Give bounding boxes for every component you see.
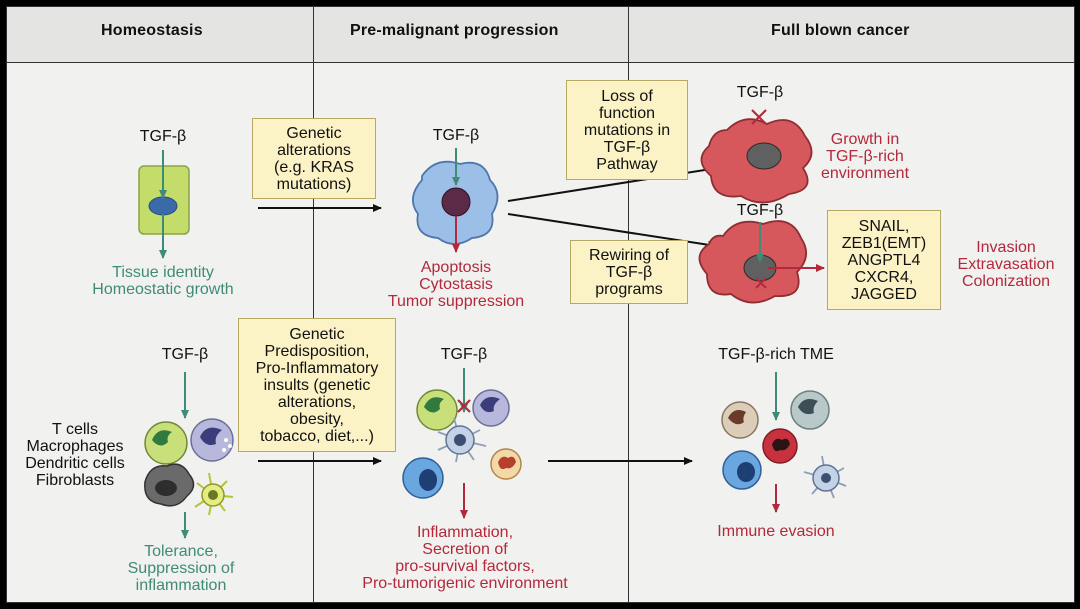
cancer-lower-block-x <box>755 277 767 289</box>
target-genes-box: SNAIL, ZEB1(EMT) ANGPTL4 CXCR4, JAGGED <box>827 210 941 310</box>
genetic-alterations-box: Genetic alterations (e.g. KRAS mutations… <box>252 118 376 199</box>
cancer-upper-block-x <box>751 109 767 125</box>
loss-of-function-box: Loss of function mutations in TGF-β Path… <box>566 80 688 180</box>
premalignant-block-x <box>457 399 471 413</box>
cancer-bottom-outcome: Immune evasion <box>717 523 835 540</box>
homeostasis-top-tgf-label: TGF-β <box>139 128 187 145</box>
premalignant-epithelial-cell <box>412 160 499 245</box>
premalignant-title: Pre-malignant progression <box>350 22 559 39</box>
premalignant-immune-cluster <box>402 389 522 499</box>
homeostasis-header <box>7 7 314 63</box>
homeostasis-top-outcome: Tissue identity Homeostatic growth <box>92 264 234 298</box>
cancer-upper-tgf-label: TGF-β <box>736 84 784 101</box>
cancer-upper-outcome: Growth in TGF-β-rich environment <box>820 131 910 182</box>
homeostasis-bottom-tgf-label: TGF-β <box>161 346 209 363</box>
cancer-cell-lower <box>698 220 807 304</box>
homeostasis-bottom-outcome: Tolerance, Suppression of inflammation <box>127 543 235 594</box>
cancer-header <box>629 7 1074 63</box>
cancer-lower-outcome: Invasion Extravasation Colonization <box>957 239 1055 290</box>
cancer-lower-tgf-label: TGF-β <box>736 202 784 219</box>
predisposition-box: Genetic Predisposition, Pro-Inflammatory… <box>238 318 396 452</box>
premalignant-top-tgf-label: TGF-β <box>432 127 480 144</box>
premalignant-top-outcome: Apoptosis Cytostasis Tumor suppression <box>387 259 525 310</box>
premalignant-bottom-tgf-label: TGF-β <box>440 346 488 363</box>
cancer-cell-upper <box>700 118 813 204</box>
immune-cell-cluster <box>144 418 234 516</box>
rewiring-box: Rewiring of TGF-β programs <box>570 240 688 304</box>
cancer-tme-label: TGF-β-rich TME <box>718 346 834 363</box>
cancer-title: Full blown cancer <box>771 22 910 39</box>
tme-immune-cluster <box>721 390 847 499</box>
homeostasis-title: Homeostasis <box>101 22 203 39</box>
premalignant-bottom-outcome: Inflammation, Secretion of pro-survival … <box>362 524 568 592</box>
homeostasis-cell-types: T cells Macrophages Dendritic cells Fibr… <box>25 421 125 489</box>
premalignant-header <box>314 7 629 63</box>
arrow-premalignant-to-growth <box>507 163 731 202</box>
